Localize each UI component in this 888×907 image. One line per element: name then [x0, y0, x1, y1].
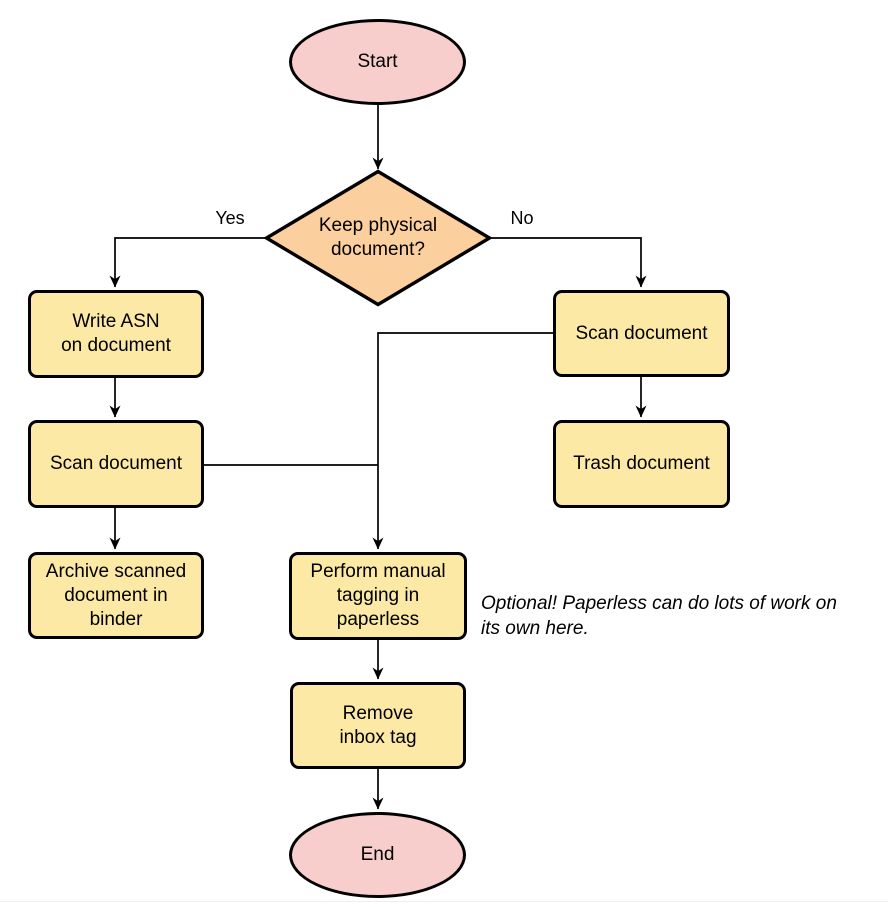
- bottom-divider: [0, 901, 888, 902]
- node-trash-document-label: Trash document: [573, 453, 710, 474]
- node-end: End: [289, 812, 466, 898]
- node-remove-inbox-tag-label: Remove inbox tag: [339, 702, 417, 748]
- node-archive-binder-label: Archive scanned document in binder: [45, 560, 187, 630]
- node-decision-label: Keep physical document?: [318, 215, 438, 260]
- node-scan-document-right: Scan document: [553, 290, 730, 377]
- node-trash-document: Trash document: [553, 420, 730, 508]
- node-scan-document-left: Scan document: [28, 420, 204, 508]
- edge-label-yes: Yes: [215, 208, 245, 228]
- node-end-label: End: [360, 844, 395, 865]
- node-write-asn-label: Write ASN on document: [61, 311, 171, 356]
- node-archive-binder: Archive scanned document in binder: [28, 552, 204, 639]
- node-manual-tagging: Perform manual tagging in paperless: [289, 552, 467, 640]
- edge-decision-no-to-scan-right: [489, 237, 647, 288]
- edge-scan-right-to-tagging: [372, 332, 553, 550]
- edge-decision-yes-to-write-asn: [109, 237, 267, 288]
- decision-diamond-shape: [263, 169, 493, 307]
- node-scan-document-left-label: Scan document: [49, 453, 183, 474]
- node-scan-document-right-label: Scan document: [575, 322, 708, 344]
- node-remove-inbox-tag: Remove inbox tag: [290, 682, 466, 769]
- node-start: Start: [289, 19, 466, 105]
- optional-note: Optional! Paperless can do lots of work …: [481, 593, 837, 639]
- node-manual-tagging-label: Perform manual tagging in paperless: [310, 561, 446, 630]
- edge-label-no: No: [510, 208, 534, 228]
- node-write-asn: Write ASN on document: [28, 290, 204, 378]
- node-start-label: Start: [357, 51, 398, 72]
